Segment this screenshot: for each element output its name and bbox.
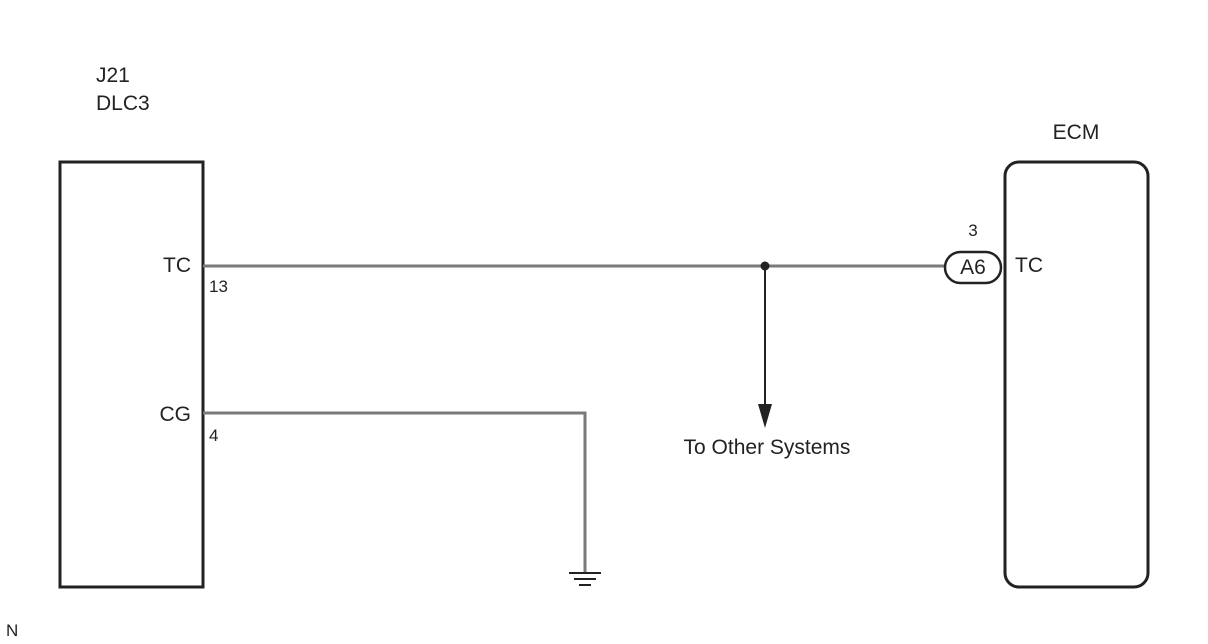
ecm-box <box>1003 160 1150 589</box>
dlc3-pin-tc-number: 13 <box>209 277 228 296</box>
ecm-connector-label: A6 <box>960 256 986 279</box>
dlc3-pin-cg-number: 4 <box>209 426 218 445</box>
cg-ground-wire <box>203 411 587 572</box>
branch-label: To Other Systems <box>684 436 851 459</box>
corner-mark: N <box>6 621 18 640</box>
arrow-down-icon <box>758 404 772 428</box>
dlc3-code-label: J21 <box>96 64 130 87</box>
dlc3-name-label: DLC3 <box>96 92 150 115</box>
dlc3-pin-tc-label: TC <box>163 254 191 277</box>
dlc3-connector-box <box>58 160 205 589</box>
ecm-connector-a6 <box>943 250 1003 285</box>
ecm-pin-tc-label: TC <box>1015 254 1043 277</box>
ground-icon <box>569 572 601 586</box>
ecm-pin-number: 3 <box>968 221 977 240</box>
ecm-name-label: ECM <box>1053 121 1100 144</box>
dlc3-pin-cg-label: CG <box>160 403 192 426</box>
